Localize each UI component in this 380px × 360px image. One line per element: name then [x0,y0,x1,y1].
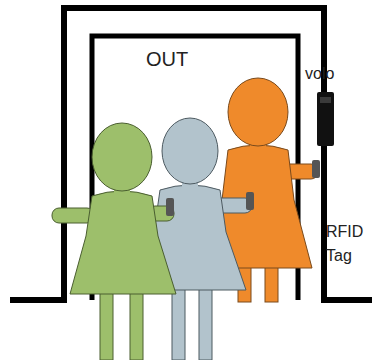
rfid-tag [166,198,174,216]
leg [130,290,143,360]
door-label: OUT [146,47,216,71]
dress [70,191,176,294]
leg [100,290,113,360]
head [162,118,218,184]
arm [52,208,94,223]
reader-device [317,92,334,146]
device-label: volo [305,64,355,84]
head [92,123,152,191]
reader-window [320,97,331,103]
rfid-tag [246,192,254,210]
leg [172,286,185,360]
head [228,78,288,146]
rfid-tag [312,160,320,178]
tag-label: RFID Tag [326,220,370,268]
green-person [52,123,176,360]
leg [199,286,212,360]
door-frame-outer [10,8,372,300]
